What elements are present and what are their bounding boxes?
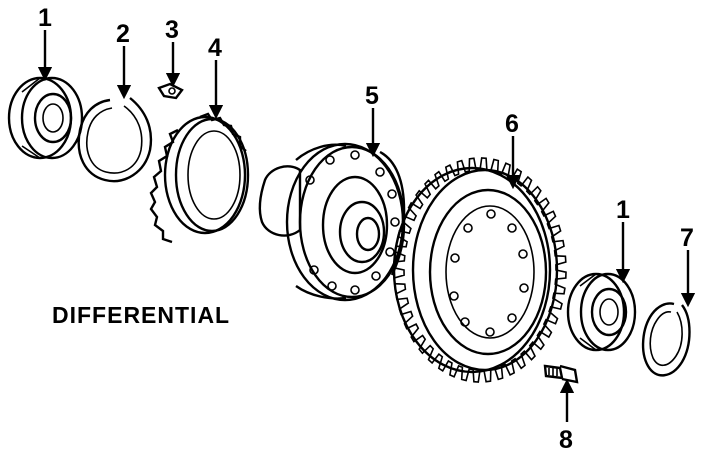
bearing-right xyxy=(566,272,637,352)
diagram-title: DIFFERENTIAL xyxy=(52,302,230,328)
callout-4: 4 xyxy=(208,34,222,62)
bearing-left xyxy=(7,76,84,160)
callout-3: 3 xyxy=(165,16,179,44)
callout-2: 2 xyxy=(116,20,130,48)
differential-case xyxy=(258,142,406,302)
callout-1-left: 1 xyxy=(38,4,52,32)
snap-ring-right xyxy=(641,302,691,377)
callout-5: 5 xyxy=(365,82,379,110)
ring-bolt-holes xyxy=(449,209,529,337)
callout-1-right: 1 xyxy=(616,196,630,224)
leader-lines xyxy=(37,30,696,422)
callout-labels: 1 2 3 4 5 6 1 7 8 xyxy=(38,4,694,454)
callout-8: 8 xyxy=(559,426,573,454)
callout-7: 7 xyxy=(680,224,694,252)
ring-gear xyxy=(392,157,567,383)
bolt xyxy=(543,364,579,384)
snap-ring-left xyxy=(77,97,153,183)
speedo-gear xyxy=(149,112,250,244)
case-bolt-holes xyxy=(305,150,400,295)
callout-6: 6 xyxy=(505,110,519,138)
pin-small xyxy=(157,82,184,100)
